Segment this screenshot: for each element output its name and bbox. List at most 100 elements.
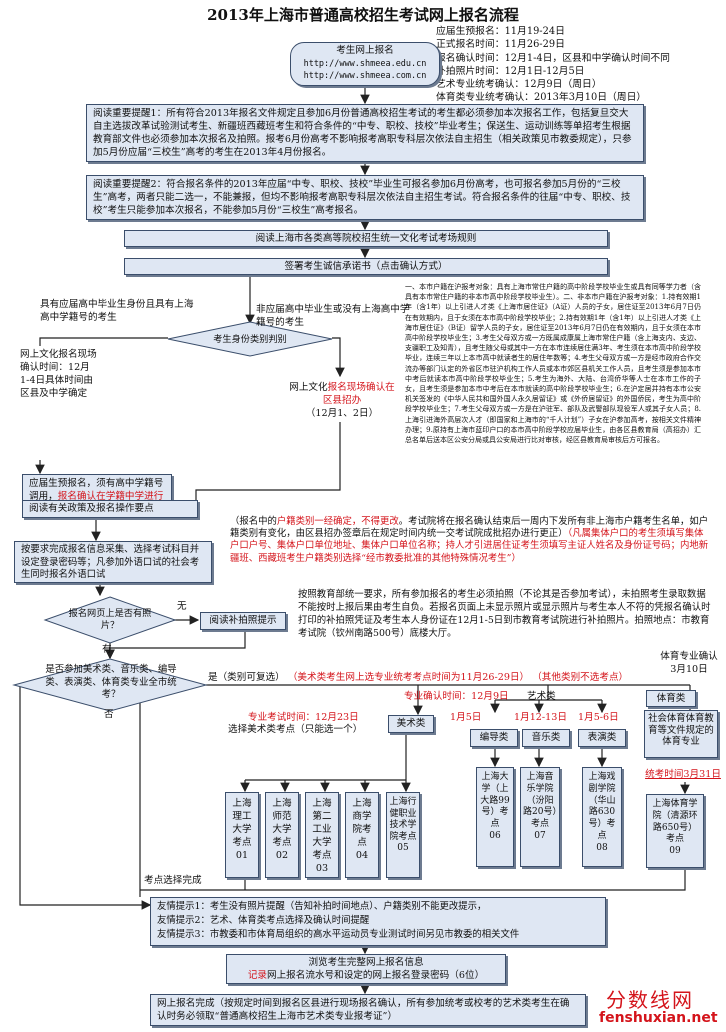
site-num: 06 [489,830,501,841]
site-name: 上海音乐学院（汾阳路20号）考点 [523,772,557,830]
pe-exam-time: 统考时间3月31日 [645,769,721,780]
date-line: 应届生预报名：11月19-24日 [436,26,565,37]
fill-info[interactable]: 按要求完成报名信息采集、选择考试科目并设定登录密码等；凡参加外语口试的社会考生同… [14,541,212,583]
exam-site-02[interactable]: 上海师范大学考点 02 [265,792,299,878]
read-rules-label: 阅读上海市各类高等院校招生统一文化考试考场规则 [255,233,477,244]
date-perform: 1月5-6日 [578,712,619,723]
start-label: 考生网上报名 [336,45,394,56]
read-photo-tip[interactable]: 阅读补拍照提示 [200,612,286,630]
tip-2: 友情提示2：艺术、体育类考点选择及确认时间提醒 [157,915,370,926]
art-diamond-label: 是否参加美术类、音乐类、编导类、表演类、体育类专业全市统考？ [45,664,177,700]
right-condition: 非应届高中毕业生或没有上海高中学籍号的考生 [256,304,410,328]
fill-info-label: 按要求完成报名信息采集、选择考试科目并设定登录密码等；凡参加外语口试的社会考生同… [21,544,200,580]
pe-class-label: 体育类 [656,693,686,704]
exam-site-07[interactable]: 上海音乐学院（汾阳路20号）考点 07 [520,767,560,867]
browse-a: 浏览考生完整网上报名信息 [308,957,424,968]
exam-site-04[interactable]: 上海商学院考点 04 [345,792,379,878]
site-name: 上海第二工业大学考点 [312,798,332,861]
tip-1: 友情提示1：考生没有照片提醒（告知补拍时间地点）、户籍类别不能更改提示， [157,901,487,912]
site-name: 上海理工大学考点 [232,798,252,848]
link-url-2[interactable]: http://www.shmeea.com.cn [303,71,427,81]
perform-label: 表演类 [587,732,617,743]
yes-multi-a: 是（类别可复选） [208,672,285,683]
biandao-class[interactable]: 编导类 [470,729,518,747]
date-line: 正式报名时间：11月26-29日 [436,39,565,51]
read-policy[interactable]: 阅读有关政策及报名操作要点 [22,500,198,518]
key-dates: 应届生预报名：11月19-24日 正式报名时间：11月26-29日 报名确认时间… [436,25,726,105]
site-done-label: 考点选择完成 [144,875,202,886]
pro-confirm: 专业确认时间：12月9日 [404,690,509,703]
fine-art-label: 美术类 [396,718,426,729]
done-label: 网上报名完成（按规定时间到报名区县进行现场报名确认，所有参加统考或校考的艺术类考… [157,998,570,1022]
biandao-label: 编导类 [479,732,509,743]
exam-site-06[interactable]: 上海大学（上大路99号）考点 06 [476,767,514,867]
exam-site-03[interactable]: 上海第二工业大学考点 03 [305,792,339,878]
right-confirm-a: 网上文化 [289,382,328,393]
hukou-b: 户籍类别一经确定，不得更改 [276,516,399,527]
pe-org: 社会体育体育教育等文件规定的体育专业 [644,710,718,758]
read-rules[interactable]: 阅读上海市各类高等院校招生统一文化考试考场规则 [124,230,608,247]
date-line: 艺术专业统考确认：12月9日（周日） [436,79,602,91]
tip-3: 友情提示3：市教委和市体育局组织的高水平运动员专业测试时间另见市教委的相关文件 [157,929,520,940]
pe-class[interactable]: 体育类 [646,690,696,707]
photo-diamond-label: 报名网页上是否有照片？ [68,608,152,631]
hukou-d: （凡属集体户口的考生须填写集体户口户号、集体户口单位地址、集体户口单位名称；持人… [230,528,709,564]
link-url-1[interactable]: http://www.shmeea.edu.cn [303,58,427,69]
pro-confirm-b: 12月9日 [471,691,509,702]
browse-c: 网上报名流水号和设定的网上报名登录密码（6位） [267,969,485,981]
fine-art-class[interactable]: 美术类 [388,715,434,733]
identity-diamond-label: 考生身份类别判别 [213,334,287,345]
photo-note: 按照教育部统一要求，所有参加报名的考生必须拍照（不论其是否参加考试），未拍照考生… [298,588,712,640]
site-num: 04 [355,850,369,861]
yes-multi-c: （其他类别不选考点） [532,672,629,683]
date-line: 报名确认时间：12月1-4日，区县和中学确认时间不同 [436,52,670,64]
perform-class[interactable]: 表演类 [578,729,626,747]
exam-site-08[interactable]: 上海戏剧学院（华山路630号）考点 08 [582,767,622,867]
pe-confirm-a: 体育专业确认 [660,651,718,662]
watermark-url: fenshuxian.net [599,1010,718,1026]
hukou-a: （报名中的 [230,516,277,527]
hukou-note: （报名中的户籍类别一经确定，不得更改。考试院将在报名确认结束后一周内下发所有非上… [230,516,710,565]
art-class-label: 艺术类 [527,691,556,702]
site-num: 08 [596,842,608,853]
photo-note-text: 按照教育部统一要求，所有参加报名的考生必须拍照（不论其是否参加考试），未拍照考生… [298,589,711,639]
no-art-label: 否 [104,709,114,720]
yes-multi: 是（类别可复选） （美术类考生网上选专业统考考点时间为11月26-29日） （其… [208,671,648,684]
date-line: 补拍照片时间：12月1日-12月5日 [436,65,585,77]
pro-confirm-a: 专业确认时间： [404,691,472,702]
site-name: 上海体育学院（清源环路650号）考点 [652,799,698,845]
site-num: 02 [275,850,289,861]
sign-pledge-label: 签署考生诚信承诺书（点击确认方式） [284,261,448,272]
pre-register-b: 报名确认在学籍中学进行 [57,491,164,502]
read-photo-label: 阅读补拍照提示 [209,615,277,626]
exam-site-09[interactable]: 上海体育学院（清源环路650号）考点 09 [646,794,704,868]
start-online-register[interactable]: 考生网上报名 http://www.shmeea.edu.cn http://w… [290,42,440,86]
household-notes: 一、本市户籍在沪报考对象：具有上海市常住户籍的高中阶段学校毕业生或具有同等学力者… [405,282,701,508]
yes-multi-b: （美术类考生网上选专业统考考点时间为11月26-29日） [287,672,530,683]
exam-site-01[interactable]: 上海理工大学考点 01 [225,792,259,878]
right-confirm: 网上文化报名现场确认在区县招办 （12月1、2日） [288,381,396,420]
pre-register-a: 应届生预报名，须有高中学籍号调用， [29,478,164,502]
pe-org-label: 社会体育体育教育等文件规定的体育专业 [648,713,714,747]
site-num: 01 [235,850,249,861]
browse-info[interactable]: 浏览考生完整网上报名信息 记录网上报名流水号和设定的网上报名登录密码（6位） [226,954,506,984]
sign-pledge[interactable]: 签署考生诚信承诺书（点击确认方式） [124,258,608,275]
read-policy-label: 阅读有关政策及报名操作要点 [29,503,154,514]
register-done: 网上报名完成（按规定时间到报名区县进行现场报名确认，所有参加统考或校考的艺术类考… [150,994,586,1026]
left-condition: 具有应届高中毕业生身份且具有上海高中学籍号的考生 [40,299,194,323]
household-notes-text: 一、本市户籍在沪报考对象：具有上海市常住户籍的高中阶段学校毕业生或具有同等学力者… [405,283,701,445]
site-name: 上海行健职业技术学院考点 [389,797,417,842]
pe-confirm: 体育专业确认 3月10日 [652,650,726,676]
no-photo-label: 无 [177,601,187,612]
exam-site-05[interactable]: 上海行健职业技术学院考点 05 [386,792,420,878]
friendly-tips: 友情提示1：考生没有照片提醒（告知补拍时间地点）、户籍类别不能更改提示， 友情提… [150,897,606,946]
right-confirm-c: （12月1、2日） [305,408,379,419]
site-name: 上海戏剧学院（华山路630号）考点 [588,772,616,841]
date-line: 体育类专业统考确认：2013年3月10日（周日） [436,92,647,104]
left-confirm: 网上文化报名现场确认时间：12月1-4日具体时间由区县及中学确定 [20,349,97,399]
music-class[interactable]: 音乐类 [522,729,570,747]
site-name: 上海师范大学考点 [272,798,292,848]
notice-1: 阅读重要提醒1：所有符合2013年报名文件规定且参加6月份普通高校招生考试的考生… [86,104,644,162]
date-music: 1月12-13日 [514,712,567,723]
